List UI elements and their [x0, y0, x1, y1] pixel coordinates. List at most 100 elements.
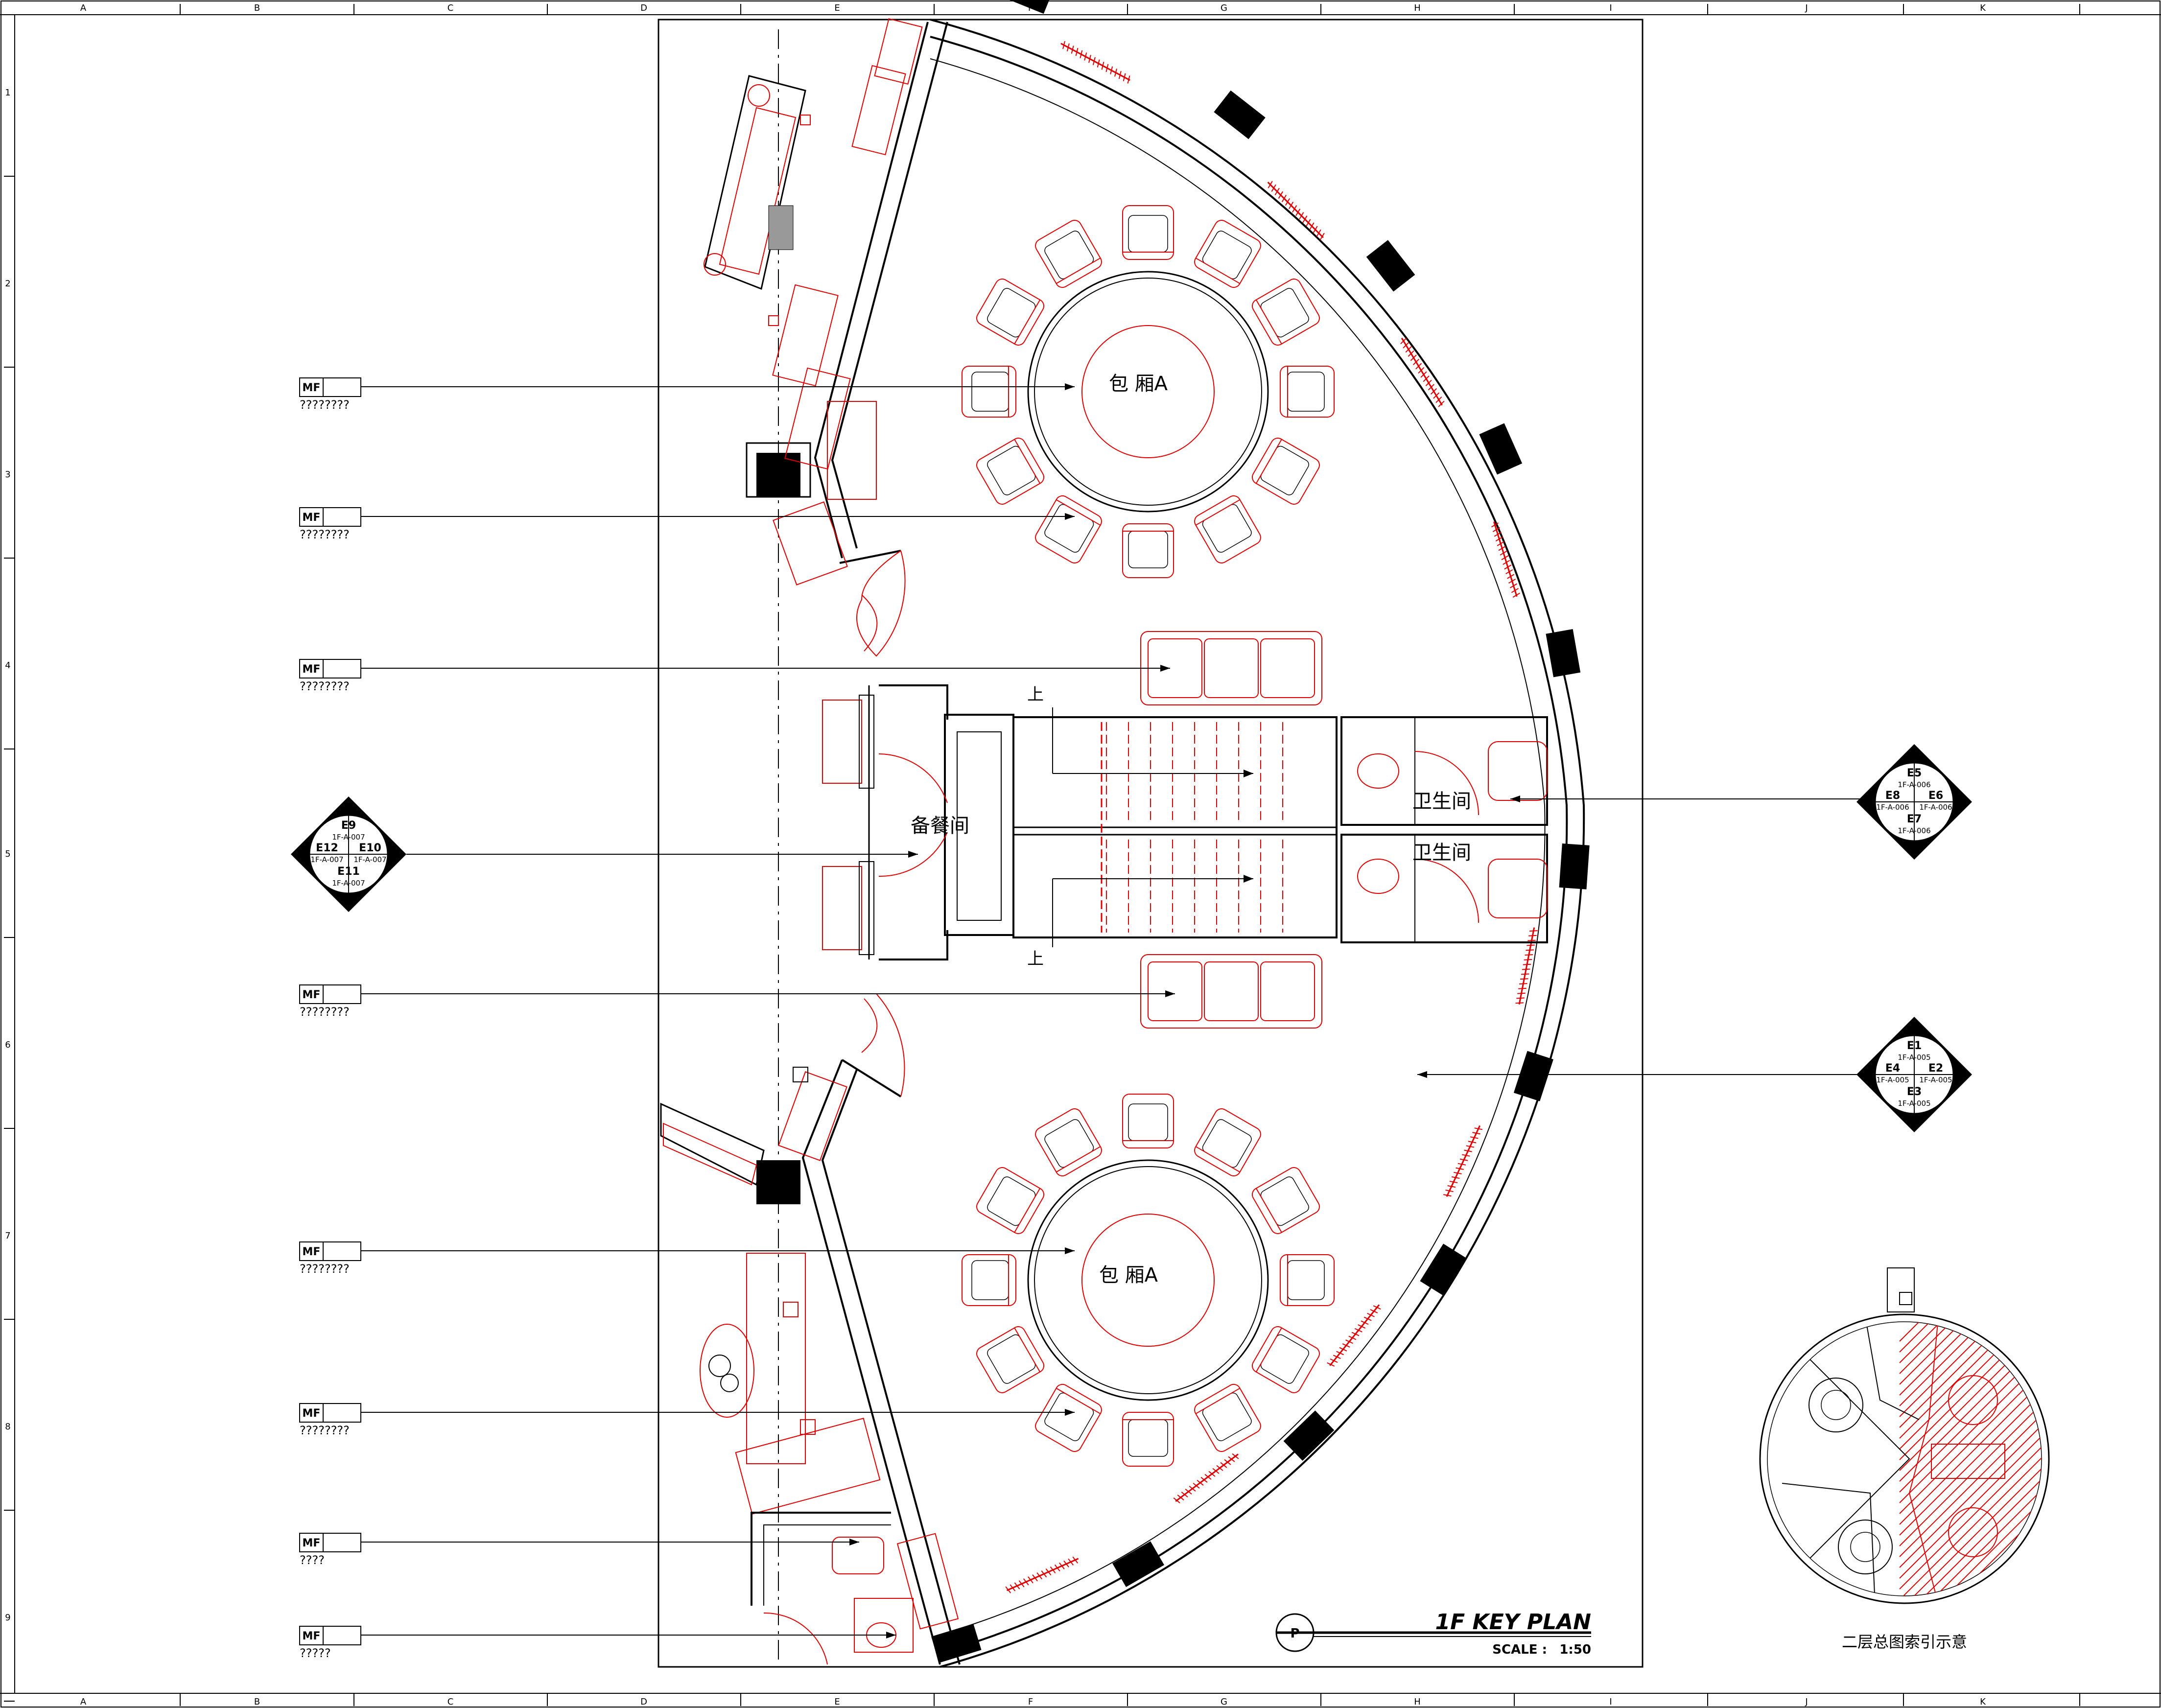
grid-col-label: G [1221, 3, 1227, 13]
material-tag-note: ???????? [300, 1005, 350, 1019]
chair [962, 366, 1016, 418]
grid-col-label: A [80, 3, 87, 13]
drawing-border [658, 19, 1644, 1668]
chair [976, 1167, 1045, 1234]
scale-value: 1:50 [1559, 1642, 1591, 1657]
material-tag-note: ????? [300, 1646, 331, 1660]
grid-col-label: H [1414, 3, 1421, 13]
grid-row-label: 8 [5, 1422, 10, 1432]
elevation-ref: 1F-A-007 [353, 855, 386, 864]
elevation-id: E12 [316, 842, 338, 854]
grid-row-label: 4 [5, 660, 10, 671]
elevation-ref: 1F-A-007 [310, 855, 343, 864]
elevation-ref: 1F-A-006 [1919, 803, 1952, 812]
grid-row-label: 5 [5, 849, 10, 859]
elevation-id: E1 [1907, 1040, 1922, 1052]
stair-up-label-top: 上 [1027, 685, 1044, 704]
drawing-title: 1F KEY PLAN [1435, 1610, 1591, 1635]
material-tag-code: MF [303, 1407, 321, 1420]
elevation-id: E5 [1907, 767, 1922, 779]
chair [1122, 1094, 1174, 1148]
grid-row-label: 9 [5, 1613, 10, 1623]
material-tag-note: ???????? [300, 398, 350, 412]
material-tag-code: MF [303, 989, 321, 1001]
elevation-ref: 1F-A-006 [1898, 780, 1930, 789]
elevation-id: E4 [1885, 1062, 1900, 1075]
pantry-doors [856, 550, 906, 1097]
dining-table-top [962, 205, 1335, 578]
grid-col-label: G [1221, 1697, 1227, 1707]
elevation-id: E6 [1928, 790, 1943, 802]
lounge-furniture-top [704, 18, 923, 955]
elevation-ref: 1F-A-005 [1898, 1053, 1930, 1062]
grid-col-label: I [1609, 1697, 1612, 1707]
chair [1122, 1412, 1174, 1467]
curtain-hatches [1005, 41, 1538, 1593]
material-tag-note: ???????? [300, 1262, 350, 1276]
title-block: P 1F KEY PLAN SCALE : 1:50 [1275, 1610, 1591, 1657]
grid-col-label: B [254, 1697, 260, 1707]
material-tag: MF???????? [299, 984, 1175, 1019]
elevation-id: E8 [1885, 790, 1900, 802]
chair [1035, 1108, 1102, 1177]
chair [1251, 1326, 1320, 1393]
grid-col-label: K [1980, 3, 1986, 13]
chair [1035, 1383, 1102, 1452]
grid-col-label: K [1980, 1697, 1986, 1707]
room-label-restroom-top: 卫生间 [1412, 790, 1471, 813]
chair [1122, 523, 1174, 578]
material-tag: MF???????? [299, 377, 1075, 412]
chair [1194, 1108, 1261, 1177]
elevation-ref: 1F-A-007 [332, 833, 365, 842]
grid-row-label: 1 [5, 88, 10, 98]
chair [1251, 279, 1320, 346]
chair [1251, 1167, 1320, 1234]
grid-col-label: J [1805, 1697, 1808, 1707]
grid-col-label: E [834, 1697, 840, 1707]
structural-columns [931, 0, 1590, 1663]
grid-row-label: 7 [5, 1231, 10, 1241]
material-tag-note: ???????? [300, 1424, 350, 1437]
grid-col-label: D [640, 3, 647, 13]
material-tag: MF???? [299, 1533, 859, 1567]
grid-col-label: E [834, 3, 840, 13]
room-label-private-top: 包 厢A [1109, 373, 1168, 395]
angled-partition-bottom [756, 1059, 961, 1665]
inset-caption: 二层总图索引示意 [1842, 1633, 1967, 1651]
material-tag: MF???????? [299, 1403, 1075, 1437]
staircase [1012, 707, 1338, 947]
chair [1280, 366, 1335, 418]
material-tag: MF???????? [299, 659, 1170, 693]
elevation-ref: 1F-A-007 [332, 879, 365, 888]
grid-col-label: B [254, 3, 260, 13]
material-tag-code: MF [303, 1246, 321, 1258]
room-label-private-bottom: 包 厢A [1099, 1264, 1158, 1287]
material-tag-code: MF [303, 1630, 321, 1642]
grid-col-label: H [1414, 1697, 1421, 1707]
chair [976, 438, 1045, 505]
elevation-id: E11 [337, 866, 360, 878]
material-tag-code: MF [303, 512, 321, 524]
grid-row-label: 2 [5, 279, 10, 289]
chair [1122, 205, 1174, 260]
chair [962, 1254, 1016, 1306]
material-tag: MF????? [299, 1626, 896, 1660]
grid-col-label: F [1028, 1697, 1033, 1707]
chair [976, 279, 1045, 346]
chair [1194, 495, 1261, 563]
grid-col-label: C [447, 1697, 454, 1707]
material-tag-note: ???????? [300, 679, 350, 693]
chair [976, 1326, 1045, 1393]
material-tag-note: ???????? [300, 528, 350, 541]
grid-col-label: I [1609, 3, 1612, 13]
room-label-restroom-bottom: 卫生间 [1412, 842, 1471, 864]
grid-row-label: 6 [5, 1040, 10, 1050]
elevation-ref: 1F-A-006 [1876, 803, 1909, 812]
elevation-id: E10 [359, 842, 381, 854]
